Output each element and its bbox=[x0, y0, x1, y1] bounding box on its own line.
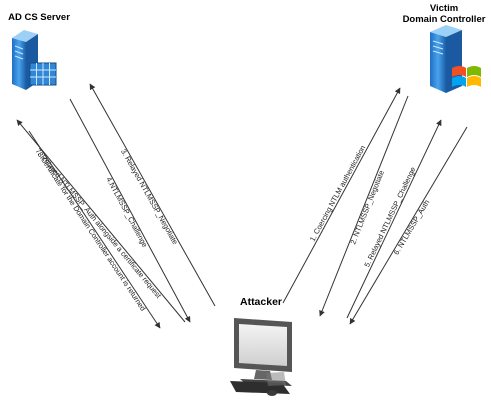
flow-label-5: 5. Relayed NTLMSSP_Challenge bbox=[362, 166, 417, 269]
flow-arrow-8 bbox=[28, 130, 161, 329]
victim-label-line1: Victim bbox=[429, 3, 459, 14]
flow-arrow-2 bbox=[319, 95, 409, 317]
windows-logo-icon bbox=[452, 66, 481, 87]
flow-arrow-1 bbox=[282, 87, 401, 304]
flow-arrow-4 bbox=[69, 98, 191, 323]
flow-arrow-5 bbox=[346, 119, 442, 319]
certificate-grid-icon bbox=[29, 62, 57, 86]
flow-arrow-6 bbox=[349, 126, 468, 325]
server-icon bbox=[12, 30, 57, 90]
workstation-icon bbox=[230, 318, 292, 396]
flow-label-3: 3. Relayed NTLMSSP_Negotiate bbox=[119, 147, 180, 246]
adcs-server-label: AD CS Server bbox=[8, 12, 70, 23]
server-windows-icon bbox=[430, 25, 481, 93]
flow-label-8: 8.Certificate for the Domain Controller … bbox=[36, 150, 148, 312]
victim-label-line2: Domain Controller bbox=[402, 14, 486, 25]
attacker-label: Attacker bbox=[239, 296, 283, 308]
flow-arrow-3 bbox=[89, 83, 216, 307]
victim-dc-label: Victim Domain Controller bbox=[400, 3, 488, 25]
flow-arrow-7 bbox=[16, 119, 186, 323]
